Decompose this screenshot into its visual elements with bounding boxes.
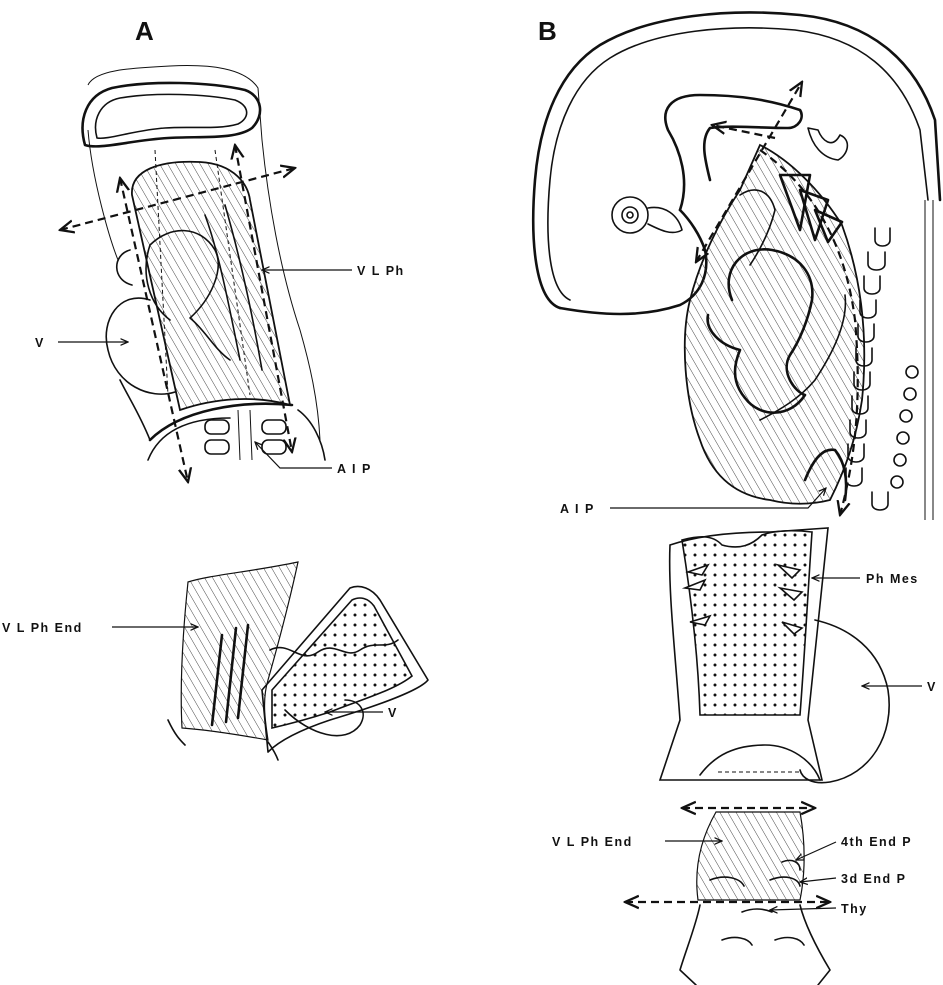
panel-a-v-label: V [35, 336, 45, 350]
panel-b-otic-vesicle [808, 128, 847, 160]
panel-b-somite-round [900, 410, 912, 422]
panel-a-somite-3 [205, 440, 229, 454]
panel-a-somite-2 [262, 420, 286, 434]
panel-b-3dendp-label: 3d End P [841, 872, 906, 886]
panel-b-vlphend-label: V L Ph End [552, 835, 633, 849]
panel-b-somite [875, 228, 890, 246]
panel-b-floor-bottom [680, 905, 830, 985]
panel-b-somite [872, 492, 888, 510]
panel-b-pharynx-heart-region [685, 145, 864, 504]
panel-b-somite-round [906, 366, 918, 378]
panel-b-letter: B [538, 16, 557, 46]
panel-b-optic-outer [612, 197, 648, 233]
panel-b-phmes-label: Ph Mes [866, 572, 919, 586]
panel-a-aip-label: A I P [337, 462, 372, 476]
panel-a-somite-4 [262, 440, 286, 454]
panel-b-thy-bud [722, 909, 804, 945]
panel-b-somite-round [891, 476, 903, 488]
panel-b-thy-pointer [770, 908, 836, 910]
panel-b-4thendp-label: 4th End P [841, 835, 912, 849]
panel-a-letter: A [135, 16, 154, 46]
panel-b-optic-stalk [648, 207, 682, 232]
panel-b-somite-round [894, 454, 906, 466]
panel-a-neural-groove [238, 410, 252, 460]
panel-a-vlph-label: V L Ph [357, 264, 405, 278]
panel-b-aip-label: A I P [560, 502, 595, 516]
panel-b-optic-lens [627, 212, 633, 218]
panel-b-thy-label: Thy [841, 902, 868, 916]
panel-a-somite-1 [205, 420, 229, 434]
panel-a-left-ear [117, 250, 132, 285]
panel-b-somite-round [904, 388, 916, 400]
panel-b-embryo-lateral-view: B [533, 13, 940, 520]
panel-a-isolated-floor: V L Ph End V [2, 562, 428, 760]
panel-b-3dendp-pointer [800, 878, 836, 882]
panel-a-vlphend-label: V L Ph End [2, 621, 83, 635]
panel-b-optic-inner [622, 207, 638, 223]
panel-b-head-ventral-contour [560, 210, 706, 314]
panel-a-v2-label: V [388, 706, 398, 720]
panel-a-neural-tube-lumen [96, 94, 247, 138]
panel-b-v-label: V [927, 680, 937, 694]
panel-b-somite [864, 276, 880, 294]
panel-b-floor-lower [697, 812, 804, 900]
panel-b-isolated-floor: Ph Mes V V L Ph End 4th End P 3d End P T… [552, 528, 937, 985]
panel-b-somite-round [897, 432, 909, 444]
panel-b-neural-tube-trunk [925, 200, 933, 520]
panel-a-ventral-pharynx-floor [132, 162, 290, 410]
panel-a-embryo-ventral-view: A V L Ph V A I P [35, 16, 405, 482]
panel-b-somite [868, 252, 885, 270]
